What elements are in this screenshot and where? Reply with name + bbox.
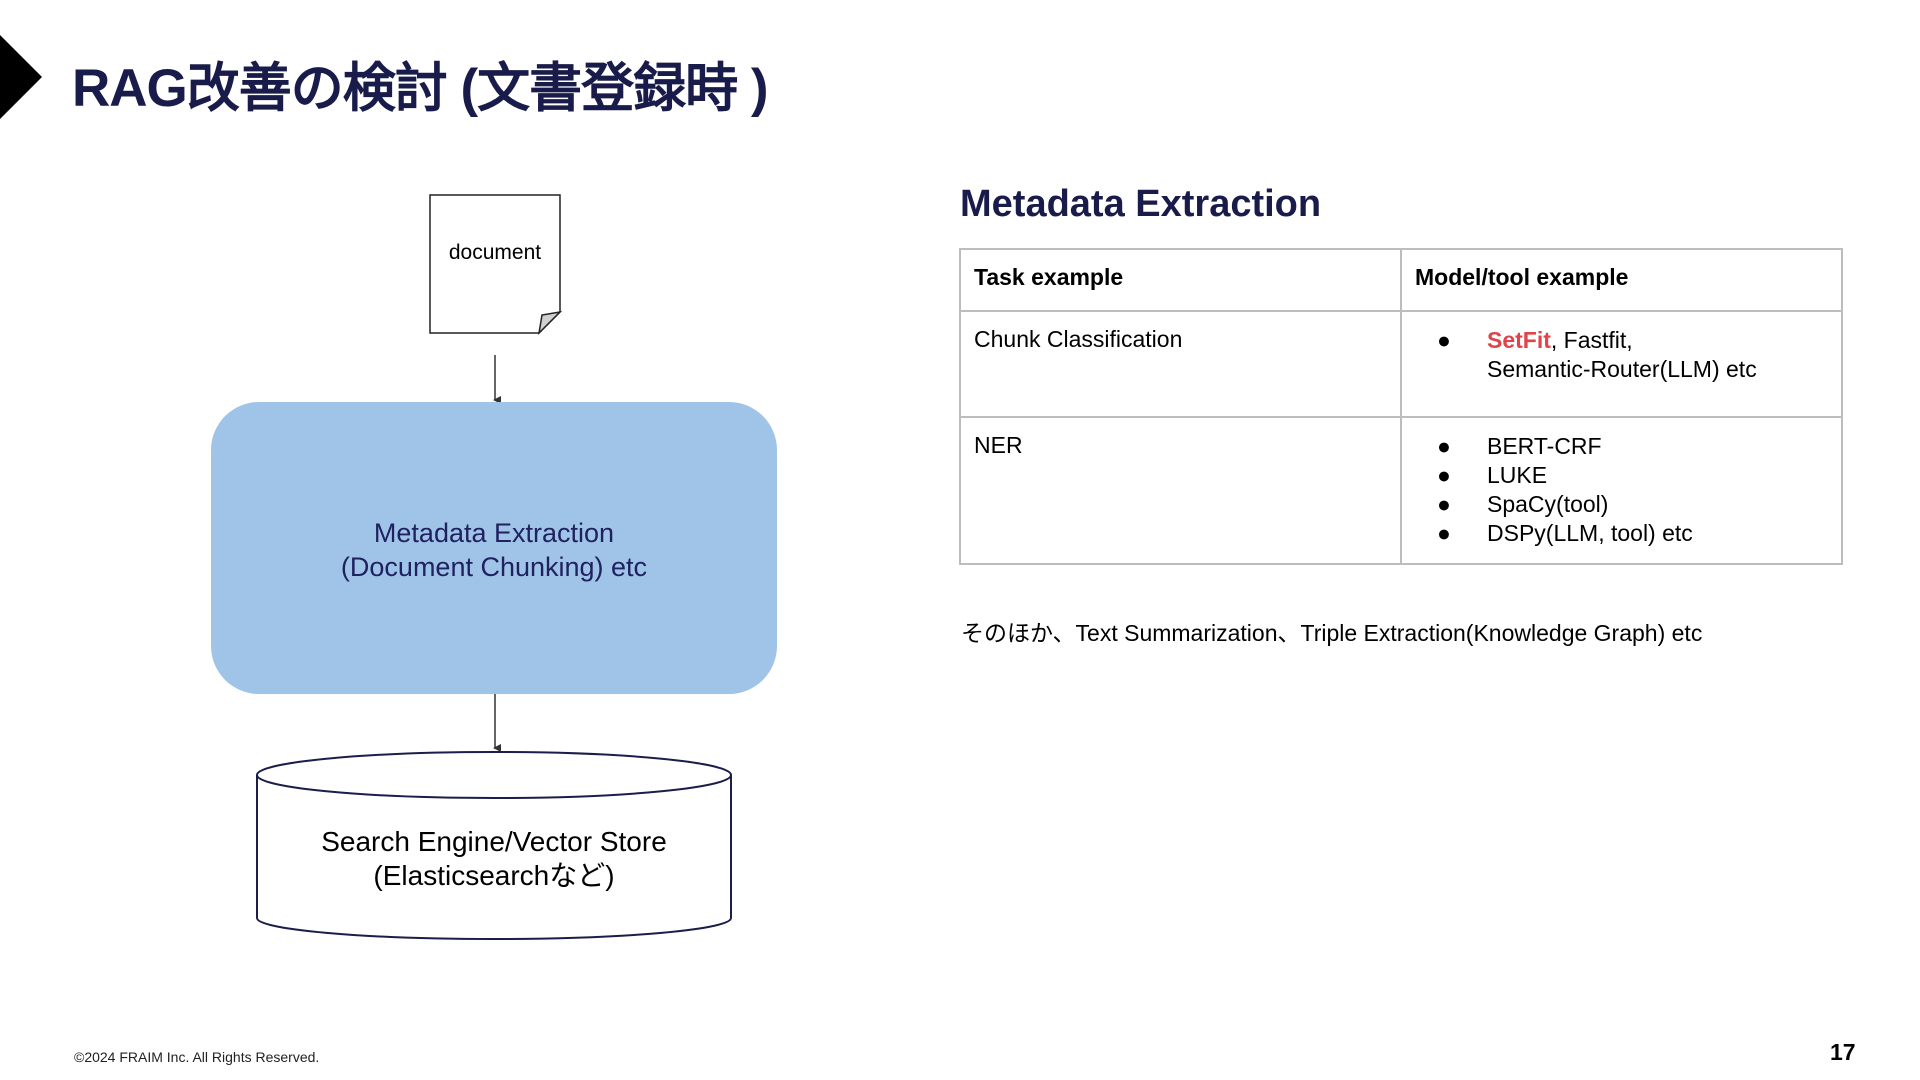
- table-header-row: Task example Model/tool example: [959, 248, 1843, 312]
- header-model: Model/tool example: [1400, 248, 1843, 312]
- task-cell: NER: [959, 416, 1402, 565]
- list-item: ● DSPy(LLM, tool) etc: [1415, 519, 1828, 548]
- tools-cell: ● BERT-CRF ● LUKE ● SpaCy(tool) ● DSPy(LLM, …: [1400, 416, 1843, 565]
- vector-store-cylinder: Search Engine/Vector Store (Elasticsearc…: [256, 751, 732, 940]
- process-label-line2: (Document Chunking) etc: [341, 552, 647, 582]
- tools-cell: ● SetFit, Fastfit, Semantic-Router(LLM) …: [1400, 310, 1843, 418]
- tool-line2: Semantic-Router(LLM) etc: [1487, 356, 1757, 382]
- tools-list: ● BERT-CRF ● LUKE ● SpaCy(tool) ● DSPy(LLM, …: [1415, 432, 1828, 548]
- table-row: NER ● BERT-CRF ● LUKE ● SpaCy(tool) ● DSPy(L…: [959, 416, 1843, 565]
- highlight-setfit: SetFit: [1487, 327, 1551, 353]
- tool-name: LUKE: [1487, 462, 1548, 488]
- flow-diagram: document Metadata Extraction (Document C…: [211, 194, 777, 940]
- list-item: ● SetFit, Fastfit, Semantic-Router(LLM) …: [1415, 326, 1828, 384]
- document-shape: document: [429, 194, 563, 336]
- tool-rest: , Fastfit,: [1550, 327, 1633, 353]
- bullet-icon: ●: [1437, 327, 1451, 353]
- task-cell: Chunk Classification: [959, 310, 1402, 418]
- bullet-icon: ●: [1437, 462, 1451, 488]
- tools-list: ● SetFit, Fastfit, Semantic-Router(LLM) …: [1415, 326, 1828, 384]
- header-task: Task example: [959, 248, 1402, 312]
- metadata-table: Task example Model/tool example Chunk Cl…: [959, 248, 1843, 565]
- page-number: 17: [1830, 1039, 1856, 1065]
- list-item: ● SpaCy(tool): [1415, 490, 1828, 519]
- section-heading: Metadata Extraction: [960, 183, 1322, 225]
- list-item: ● BERT-CRF: [1415, 432, 1828, 461]
- bullet-icon: ●: [1437, 520, 1451, 546]
- store-label-line1: Search Engine/Vector Store: [321, 826, 667, 857]
- tool-name: BERT-CRF: [1487, 433, 1602, 459]
- table-row: Chunk Classification ● SetFit, Fastfit, …: [959, 310, 1843, 418]
- bullet-icon: ●: [1437, 491, 1451, 517]
- title-marker-icon: [0, 35, 42, 119]
- additional-note: そのほか、Text Summarization、Triple Extractio…: [961, 620, 1703, 646]
- list-item: ● LUKE: [1415, 461, 1828, 490]
- page-title: RAG改善の検討 (文書登録時 ): [72, 59, 769, 118]
- process-label-line1: Metadata Extraction: [374, 518, 614, 548]
- document-label: document: [449, 241, 541, 264]
- copyright-footer: ©2024 FRAIM Inc. All Rights Reserved.: [74, 1049, 320, 1065]
- tool-name: DSPy(LLM, tool) etc: [1487, 520, 1693, 546]
- metadata-extraction-box: Metadata Extraction (Document Chunking) …: [211, 402, 777, 694]
- tool-name: SpaCy(tool): [1487, 491, 1609, 517]
- bullet-icon: ●: [1437, 433, 1451, 459]
- store-label-line2: (Elasticsearchなど): [373, 860, 614, 891]
